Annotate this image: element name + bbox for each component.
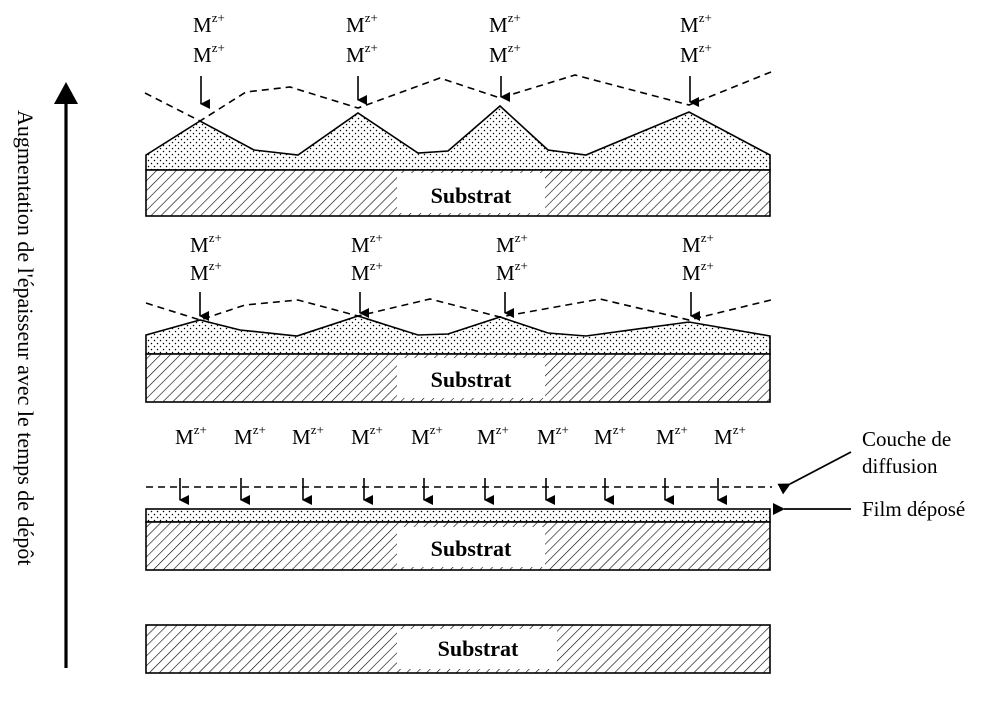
ion-arrows xyxy=(179,478,727,505)
svg-text:Mz+: Mz+ xyxy=(594,422,626,449)
svg-text:Mz+: Mz+ xyxy=(489,40,521,67)
ion-stack: Mz+ Mz+ xyxy=(190,230,222,321)
svg-text:Mz+: Mz+ xyxy=(190,258,222,285)
ion-stack: Mz+ Mz+ xyxy=(496,230,528,318)
svg-text:Mz+: Mz+ xyxy=(351,422,383,449)
svg-text:Mz+: Mz+ xyxy=(656,422,688,449)
svg-text:Mz+: Mz+ xyxy=(175,422,207,449)
svg-text:Mz+: Mz+ xyxy=(496,230,528,257)
film-stage-4 xyxy=(145,104,771,171)
svg-text:Mz+: Mz+ xyxy=(193,40,225,67)
svg-text:Mz+: Mz+ xyxy=(682,230,714,257)
ion-stack: Mz+ Mz+ xyxy=(680,10,712,107)
svg-text:Mz+: Mz+ xyxy=(346,40,378,67)
svg-text:Mz+: Mz+ xyxy=(292,422,324,449)
ion-row: Mz+ Mz+ Mz+ Mz+ Mz+ Mz+ Mz+ Mz+ Mz+ Mz+ xyxy=(175,422,746,449)
svg-text:Mz+: Mz+ xyxy=(193,10,225,37)
film-label: Film déposé xyxy=(862,497,965,521)
svg-text:Mz+: Mz+ xyxy=(680,10,712,37)
stage-2: Mz+ Mz+ Mz+ Mz+ Mz+ Mz+ Mz+ Mz+ Mz+ Mz+ xyxy=(145,422,965,571)
svg-text:Mz+: Mz+ xyxy=(680,40,712,67)
ion-stack: Mz+ Mz+ xyxy=(193,10,225,109)
svg-text:Mz+: Mz+ xyxy=(234,422,266,449)
substrate-label: Substrat xyxy=(431,536,512,561)
diffusion-label-line1: Couche de xyxy=(862,427,951,451)
diffusion-label-line2: diffusion xyxy=(862,454,938,478)
substrate-label: Substrat xyxy=(431,367,512,392)
film-stage-3 xyxy=(145,315,771,355)
ion-stack: Mz+ Mz+ xyxy=(346,10,378,105)
substrate-label: Substrat xyxy=(431,183,512,208)
time-axis-label: Augmentation de l'épaisseur avec le temp… xyxy=(13,110,38,565)
diffusion-front-stage-4 xyxy=(144,71,772,122)
svg-text:Mz+: Mz+ xyxy=(682,258,714,285)
diffusion-pointer-arrow xyxy=(777,451,852,495)
time-arrow xyxy=(54,82,78,668)
svg-text:Mz+: Mz+ xyxy=(477,422,509,449)
diffusion-front-stage-3 xyxy=(145,298,772,321)
svg-text:Mz+: Mz+ xyxy=(351,258,383,285)
substrate-label: Substrat xyxy=(438,636,519,661)
ion-stack: Mz+ Mz+ xyxy=(682,230,714,321)
stage-4: Substrat Mz+ Mz+ Mz+ Mz+ Mz+ Mz+ Mz+ Mz+ xyxy=(144,10,772,217)
ion-stack: Mz+ Mz+ xyxy=(351,230,383,318)
svg-text:Mz+: Mz+ xyxy=(351,230,383,257)
svg-text:Mz+: Mz+ xyxy=(346,10,378,37)
svg-text:Mz+: Mz+ xyxy=(496,258,528,285)
svg-text:Mz+: Mz+ xyxy=(411,422,443,449)
ion-stack: Mz+ Mz+ xyxy=(489,10,521,102)
svg-text:Mz+: Mz+ xyxy=(489,10,521,37)
stage-1: Substrat xyxy=(145,624,771,674)
svg-text:Mz+: Mz+ xyxy=(714,422,746,449)
svg-text:Mz+: Mz+ xyxy=(537,422,569,449)
stage-3: Substrat Mz+ Mz+ Mz+ Mz+ Mz+ Mz+ Mz+ Mz+ xyxy=(145,230,772,403)
svg-text:Mz+: Mz+ xyxy=(190,230,222,257)
deposited-film xyxy=(145,508,771,523)
